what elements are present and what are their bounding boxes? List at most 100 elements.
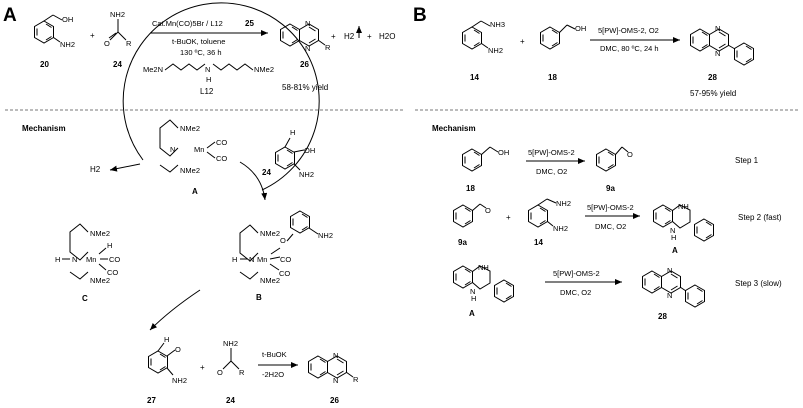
svg-text:130 ºC, 36 h: 130 ºC, 36 h xyxy=(180,48,222,57)
svg-text:H: H xyxy=(107,241,112,250)
svg-text:Cat.Mn(CO)5Br / L12: Cat.Mn(CO)5Br / L12 xyxy=(152,19,223,28)
svg-text:NMe2: NMe2 xyxy=(254,65,274,74)
svg-text:DMC, 80 ºC, 24 h: DMC, 80 ºC, 24 h xyxy=(600,44,659,53)
svg-text:R: R xyxy=(126,39,132,48)
svg-text:+: + xyxy=(90,31,95,40)
svg-text:5[PW]-OMS-2: 5[PW]-OMS-2 xyxy=(553,269,600,278)
svg-text:9a: 9a xyxy=(458,238,467,247)
svg-text:24: 24 xyxy=(226,396,235,405)
svg-text:Step 1: Step 1 xyxy=(735,156,759,165)
svg-text:H2: H2 xyxy=(344,32,355,41)
svg-text:5[PW]-OMS-2: 5[PW]-OMS-2 xyxy=(587,203,634,212)
svg-text:H2O: H2O xyxy=(379,32,395,41)
svg-text:5[PW]-OMS-2, O2: 5[PW]-OMS-2, O2 xyxy=(598,26,659,35)
svg-text:N: N xyxy=(170,145,175,154)
svg-text:O: O xyxy=(217,368,223,377)
svg-text:H: H xyxy=(164,335,169,344)
svg-text:DMC, O2: DMC, O2 xyxy=(560,288,591,297)
svg-text:DMC, O2: DMC, O2 xyxy=(536,167,567,176)
svg-text:NMe2: NMe2 xyxy=(260,276,280,285)
svg-text:NH2: NH2 xyxy=(110,10,125,19)
complex-c: H N NMe2 Mn H CO CO NMe2 C xyxy=(55,223,120,303)
svg-text:NMe2: NMe2 xyxy=(90,276,110,285)
svg-text:18: 18 xyxy=(548,73,557,82)
compound-28: N N 28 xyxy=(691,24,754,82)
step-3: NH N H A 5[PW]-OMS-2 DMC, O2 N N 28 Step… xyxy=(453,263,782,321)
svg-text:58-81% yield: 58-81% yield xyxy=(282,83,328,92)
mechanism-title-b: Mechanism xyxy=(432,124,476,133)
svg-text:A: A xyxy=(192,187,198,196)
svg-text:CO: CO xyxy=(279,269,290,278)
svg-text:NH2: NH2 xyxy=(488,46,503,55)
panel-a-letter: A xyxy=(3,5,17,26)
svg-text:+: + xyxy=(367,32,372,41)
svg-text:t-BuOK, toluene: t-BuOK, toluene xyxy=(172,37,225,46)
svg-text:28: 28 xyxy=(708,73,717,82)
svg-text:NMe2: NMe2 xyxy=(90,229,110,238)
svg-text:+: + xyxy=(506,213,511,222)
svg-text:N: N xyxy=(305,44,310,53)
svg-text:CO: CO xyxy=(107,268,118,277)
svg-text:18: 18 xyxy=(466,184,475,193)
svg-text:O: O xyxy=(485,206,491,215)
mech-compound-24: H OH NH2 24 xyxy=(262,128,315,179)
svg-text:NH2: NH2 xyxy=(172,376,187,385)
svg-text:5[PW]-OMS-2: 5[PW]-OMS-2 xyxy=(528,148,575,157)
complex-b: H N NMe2 Mn NMe2 O NH2 CO CO B xyxy=(232,210,333,302)
svg-text:9a: 9a xyxy=(606,184,615,193)
svg-text:B: B xyxy=(256,293,262,302)
svg-text:OH: OH xyxy=(62,15,73,24)
svg-text:O: O xyxy=(627,150,633,159)
svg-text:N: N xyxy=(249,255,254,264)
compound-26: N N R 26 xyxy=(281,19,331,69)
svg-text:14: 14 xyxy=(470,73,479,82)
svg-text:24: 24 xyxy=(113,60,122,69)
svg-text:NH2: NH2 xyxy=(299,170,314,179)
svg-text:-2H2O: -2H2O xyxy=(262,370,284,379)
svg-text:CO: CO xyxy=(216,138,227,147)
svg-text:N: N xyxy=(333,376,338,385)
svg-text:OH: OH xyxy=(498,148,509,157)
ligand-l12: Me2N N H NMe2 L12 xyxy=(143,63,274,96)
svg-text:H: H xyxy=(471,294,476,303)
svg-text:CO: CO xyxy=(109,255,120,264)
compound-24: NH2 O R 24 xyxy=(104,10,132,69)
svg-text:+: + xyxy=(520,37,525,46)
svg-text:C: C xyxy=(82,294,88,303)
svg-text:Mn: Mn xyxy=(257,255,267,264)
complex-a: NMe2 N Mn NMe2 CO CO A xyxy=(159,119,227,196)
compound-26-bottom: N N R 26 xyxy=(309,351,359,405)
svg-text:A: A xyxy=(469,309,475,318)
svg-text:28: 28 xyxy=(658,312,667,321)
svg-text:OH: OH xyxy=(304,146,315,155)
compound-18: OH 18 xyxy=(540,24,586,82)
svg-text:H: H xyxy=(206,75,211,84)
svg-text:N: N xyxy=(667,291,672,300)
panel-b-letter: B xyxy=(413,5,427,26)
svg-text:L12: L12 xyxy=(200,87,214,96)
svg-text:NH2: NH2 xyxy=(60,40,75,49)
svg-text:27: 27 xyxy=(147,396,156,405)
svg-text:NMe2: NMe2 xyxy=(180,124,200,133)
svg-text:N: N xyxy=(72,255,77,264)
catalytic-cycle xyxy=(122,2,320,191)
svg-text:+: + xyxy=(200,363,205,372)
svg-text:N: N xyxy=(715,49,720,58)
svg-text:NH3: NH3 xyxy=(490,20,505,29)
svg-text:DMC, O2: DMC, O2 xyxy=(595,222,626,231)
svg-text:O: O xyxy=(280,236,286,245)
svg-text:H: H xyxy=(671,233,676,242)
compound-20: OH NH2 20 xyxy=(34,14,75,69)
svg-text:R: R xyxy=(239,368,245,377)
svg-text:NMe2: NMe2 xyxy=(180,166,200,175)
step-1: OH 18 5[PW]-OMS-2 DMC, O2 O 9a Step 1 xyxy=(462,146,759,193)
svg-text:CO: CO xyxy=(280,255,291,264)
mechanism-title-a: Mechanism xyxy=(22,124,66,133)
svg-text:NH: NH xyxy=(478,263,489,272)
svg-text:26: 26 xyxy=(330,396,339,405)
svg-text:Mn: Mn xyxy=(86,255,96,264)
svg-text:24: 24 xyxy=(262,168,271,177)
svg-text:NH2: NH2 xyxy=(318,231,333,240)
svg-text:N: N xyxy=(305,19,310,28)
